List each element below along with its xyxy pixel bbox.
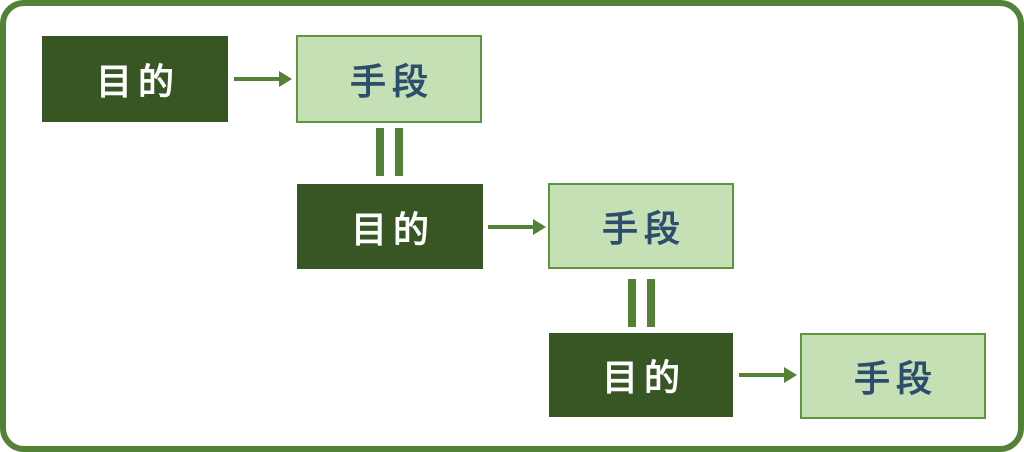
means-box-1: 手段: [296, 35, 482, 123]
means-label-1: 手段: [349, 62, 434, 103]
right-arrow-icon-2: [488, 213, 546, 241]
purpose-box-2: 目的: [297, 184, 483, 269]
right-arrow-icon-3: [739, 361, 797, 389]
means-label-3: 手段: [853, 359, 938, 400]
purpose-label-1: 目的: [95, 62, 180, 103]
arrow-head: [784, 367, 797, 383]
right-arrow-icon-1: [234, 65, 292, 93]
means-box-3: 手段: [800, 333, 986, 419]
arrow-shaft: [488, 225, 533, 229]
purpose-box-1: 目的: [42, 36, 228, 122]
equals-bar: [376, 128, 384, 176]
equals-bar: [647, 279, 655, 327]
arrow-shaft: [234, 77, 279, 81]
means-box-2: 手段: [548, 183, 734, 269]
purpose-label-3: 目的: [601, 358, 686, 399]
equals-bar: [628, 279, 636, 327]
purpose-label-2: 目的: [350, 209, 435, 251]
purpose-box-3: 目的: [549, 333, 733, 417]
equals-connector-icon-2: [628, 279, 655, 327]
equals-bar: [395, 128, 403, 176]
arrow-head: [533, 219, 546, 235]
arrow-head: [279, 71, 292, 87]
arrow-shaft: [739, 373, 784, 377]
means-label-2: 手段: [601, 209, 686, 250]
equals-connector-icon-1: [376, 128, 403, 176]
